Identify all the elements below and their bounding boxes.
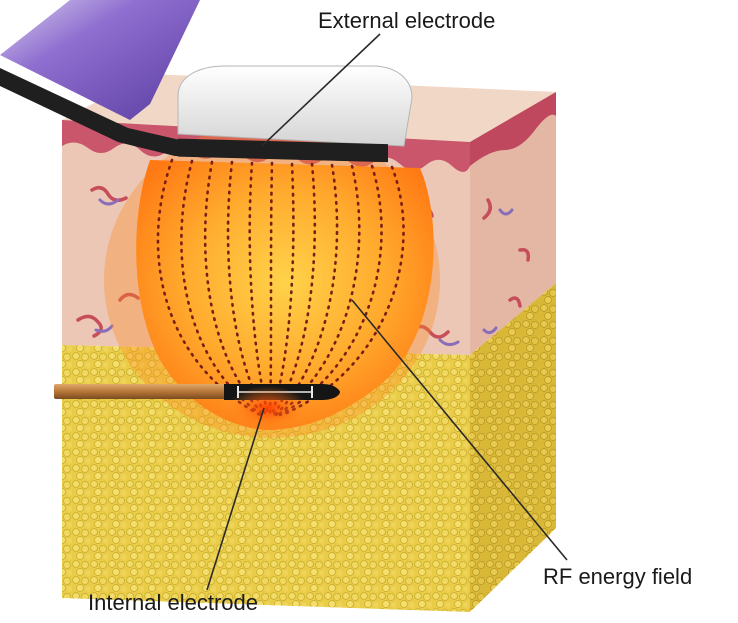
- leader-external: [261, 33, 381, 147]
- leader-internal: [206, 407, 265, 591]
- internal-electrode-cannula: [54, 384, 264, 399]
- tissue-fat-side: [470, 283, 556, 612]
- tissue-dermis-side: [470, 92, 556, 355]
- label-internal-electrode: Internal electrode: [88, 590, 258, 615]
- handpiece-arm: [0, 0, 200, 120]
- epidermis-edge-side: [470, 92, 556, 166]
- leader-rf: [351, 299, 568, 561]
- external-electrode-plate: [178, 138, 388, 163]
- vessels-purple: [94, 198, 514, 347]
- tissue-fat-front: [62, 345, 470, 612]
- external-electrode-icon: [177, 65, 413, 147]
- internal-electrode-glow: [228, 386, 308, 430]
- label-external-electrode: External electrode: [318, 8, 496, 33]
- label-rf-energy-field: RF energy field: [543, 564, 693, 589]
